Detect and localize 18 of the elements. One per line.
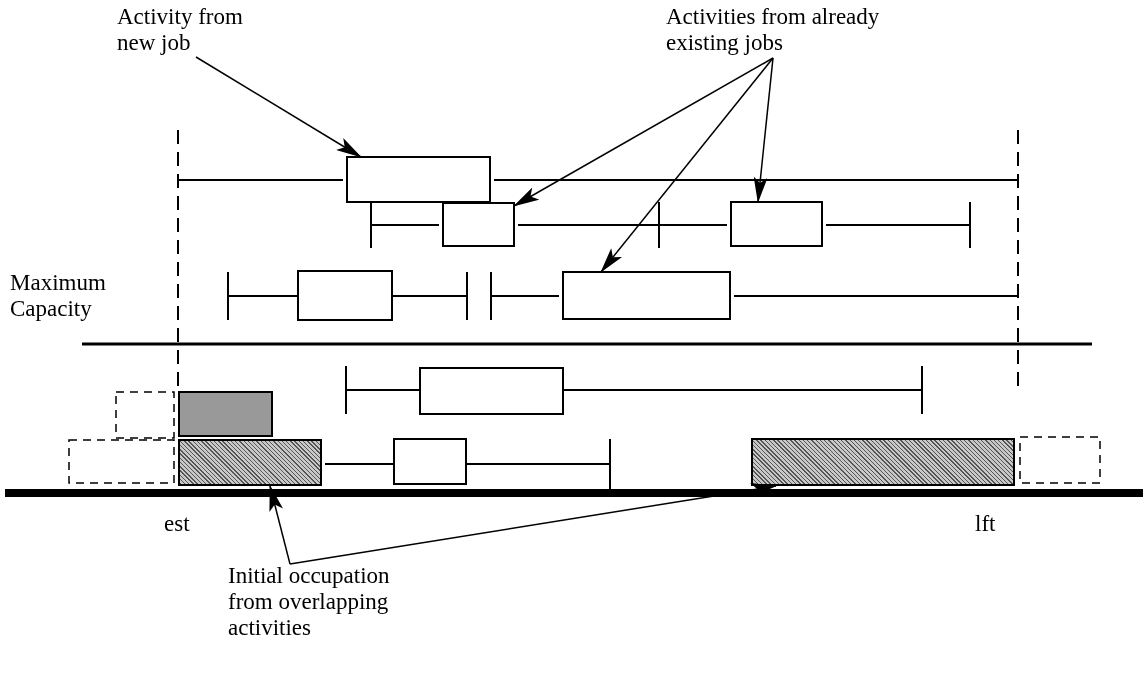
annotation-text: Initial occupation from overlapping activities: [228, 563, 423, 641]
activity-box: [442, 202, 515, 247]
arrow: [600, 57, 774, 273]
activity-box: [346, 156, 491, 203]
occupied-bar: [751, 438, 1015, 486]
annotation-text: Activities from already existing jobs: [666, 4, 881, 56]
occupied-bar: [178, 439, 322, 486]
annotation-text: Activity from new job: [117, 4, 282, 56]
arrow: [753, 57, 774, 203]
arrow: [195, 56, 362, 158]
capacity-label: Maximum Capacity: [10, 270, 107, 322]
activity-box: [730, 201, 823, 247]
arrow: [269, 485, 291, 565]
axis-label: lft: [975, 511, 997, 537]
arrow: [289, 483, 777, 565]
activity-box: [562, 271, 731, 320]
axis-label: est: [164, 511, 191, 537]
arrow: [513, 57, 774, 207]
